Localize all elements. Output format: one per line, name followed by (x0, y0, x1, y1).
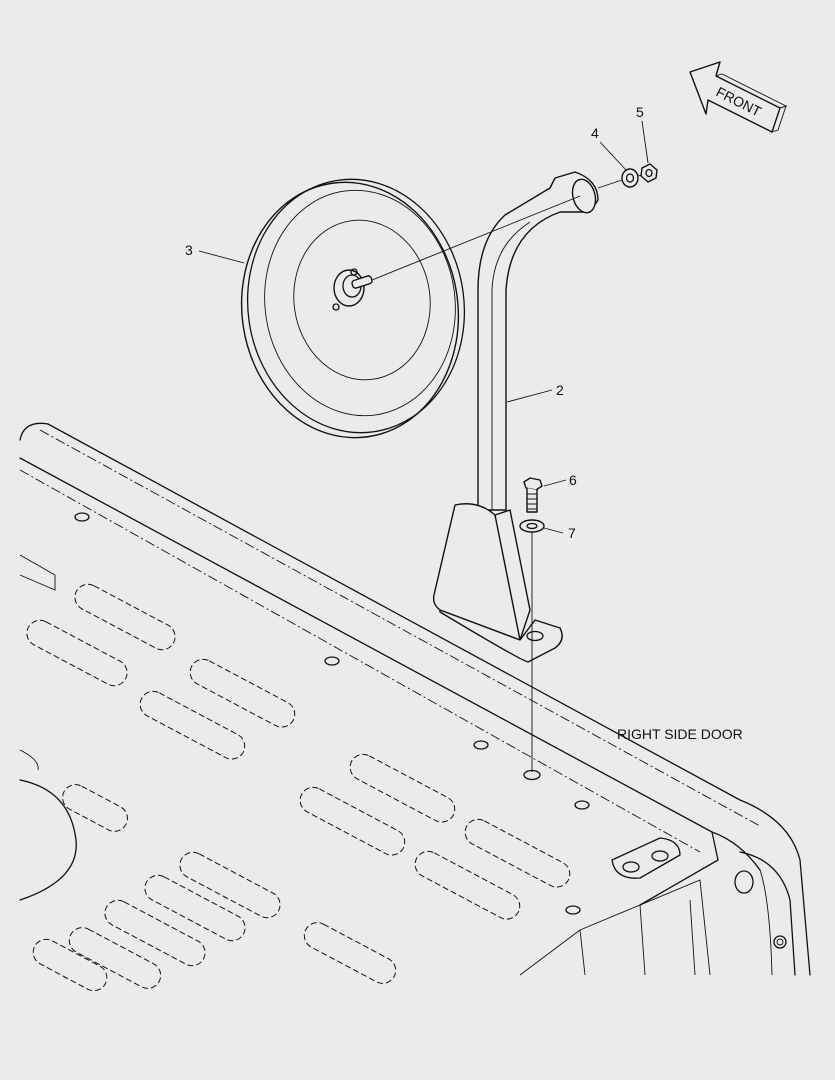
mirror (240, 178, 466, 439)
mirror-bracket (432, 171, 599, 663)
washer-7 (519, 519, 545, 533)
door-pad (611, 837, 681, 879)
right-side-door-panel (19, 422, 811, 992)
nut-5 (640, 163, 658, 183)
callout-2: 2 (556, 382, 564, 398)
leaders (198, 120, 649, 534)
door-slots (26, 583, 571, 992)
callout-5: 5 (636, 104, 644, 120)
callout-4: 4 (591, 125, 599, 141)
assembly-lines (371, 174, 643, 772)
front-arrow-icon: FRONT (689, 61, 788, 133)
area-label: RIGHT SIDE DOOR (617, 726, 743, 742)
bolt-6 (523, 477, 543, 513)
callout-6: 6 (569, 472, 577, 488)
callout-3: 3 (185, 242, 193, 258)
callout-7: 7 (568, 525, 576, 541)
washer-4 (621, 168, 639, 188)
